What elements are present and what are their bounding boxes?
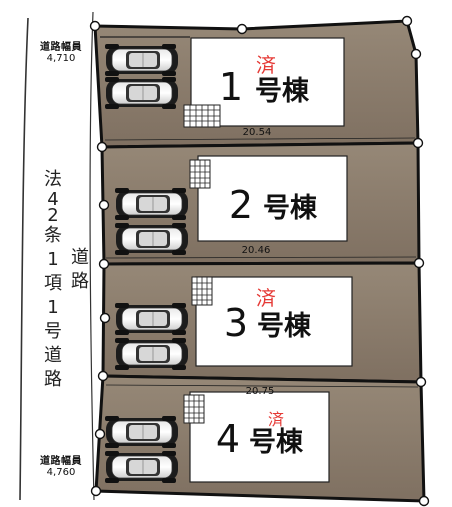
lot-1-suffix: 号棟: [255, 76, 310, 107]
lot-2-house: [197, 155, 348, 242]
road-width-top-value: 4,710: [46, 53, 76, 64]
lot-3-car-1: [114, 302, 189, 336]
lot-4-car-1: [104, 415, 179, 449]
lot-3-suffix: 号棟: [257, 311, 312, 342]
road-edge-left: [19, 17, 29, 501]
lot-3-house: [195, 276, 353, 367]
lot-4-suffix: 号棟: [249, 427, 304, 458]
lot-2-car-1: [114, 187, 189, 221]
road-edge-right: [89, 11, 95, 501]
lot-2-frontage: 20.46: [242, 245, 271, 256]
lot-4-car-2: [104, 450, 179, 484]
road-width-bottom-label: 道路幅員: [40, 456, 82, 467]
lot-1-car-1: [104, 43, 179, 77]
road-width-bottom: 道路幅員 4,760: [30, 456, 92, 478]
lot-1-meter-box: [183, 104, 221, 128]
lot-3-car-2: [114, 337, 189, 371]
lot-3-frontage: 20.75: [246, 386, 275, 397]
lot-3-number: 3: [224, 301, 248, 345]
lot-1-frontage: 20.54: [243, 127, 272, 138]
road-width-top: 道路幅員 4,710: [30, 42, 92, 64]
road-name-column-2: 道 路: [71, 247, 89, 292]
lot-2-car-2: [114, 222, 189, 256]
lot-2-meter-box: [189, 159, 211, 189]
lot-1-sold-mark: 済: [256, 53, 276, 77]
road-name-column-1: 法 4 2 条 1 項 1 号 道 路: [44, 169, 62, 390]
lot-4-number: 4: [216, 417, 240, 461]
lot-4-sold-mark: 済: [268, 410, 284, 429]
lot-1-number: 1: [219, 65, 243, 109]
lot-2-suffix: 号棟: [263, 193, 318, 224]
lot-4-meter-box: [183, 394, 205, 424]
lot-3-sold-mark: 済: [256, 286, 276, 310]
lot-2-number: 2: [229, 183, 253, 227]
lot-3-meter-box: [191, 276, 213, 306]
road-width-top-label: 道路幅員: [40, 42, 82, 53]
road-width-bottom-value: 4,760: [46, 467, 76, 478]
lot-1-car-2: [104, 76, 179, 110]
survey-points: [89, 15, 430, 507]
lot-4-house: [189, 391, 330, 483]
